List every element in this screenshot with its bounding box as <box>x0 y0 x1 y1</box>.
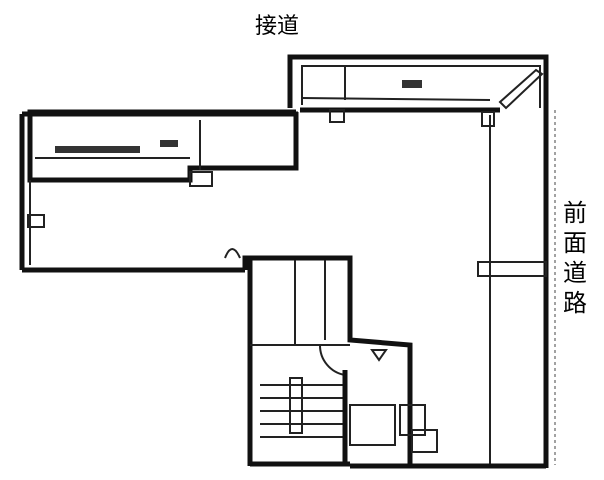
room-label-mark <box>160 140 178 147</box>
north-block-wall <box>287 54 549 112</box>
room-label-mark <box>402 80 422 88</box>
stair-core <box>289 377 303 434</box>
core-wall <box>242 255 413 466</box>
room-label-mark <box>55 146 140 153</box>
front-road-label: 前面道路 <box>563 199 587 317</box>
north-block-inner-wall <box>301 65 541 108</box>
column <box>329 109 345 123</box>
door <box>27 214 45 228</box>
stair-diagonal <box>498 68 544 110</box>
room-box <box>411 429 438 453</box>
north-room-inner-line <box>301 97 491 101</box>
column <box>481 111 495 127</box>
room-box <box>349 404 396 446</box>
column <box>370 349 388 362</box>
door-swing <box>224 248 241 259</box>
access-road-label: 接道 <box>255 14 300 39</box>
door-swing <box>318 344 346 376</box>
column <box>189 171 213 187</box>
stairs <box>260 384 345 438</box>
entrance <box>477 261 547 277</box>
